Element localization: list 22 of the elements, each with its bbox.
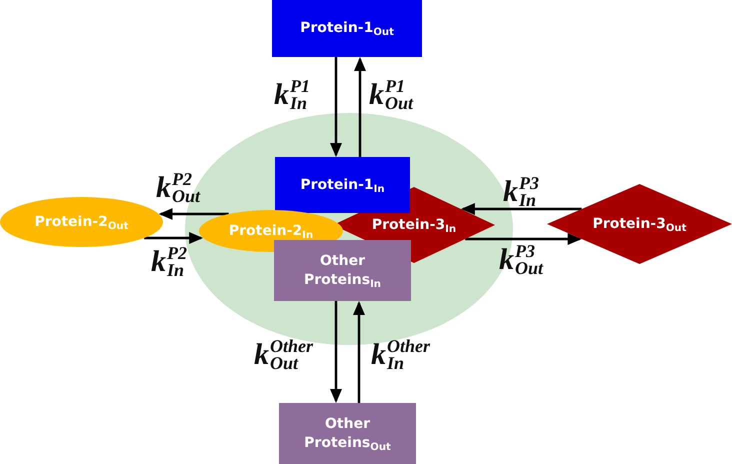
node-label: Other Proteins$_{In}$ [302, 252, 382, 289]
arrow [465, 233, 582, 245]
node-label: Protein-2$_{In}$ [228, 222, 314, 240]
node-label: Protein-1$_{In}$ [300, 176, 385, 194]
node-label: Protein-3$_{Out}$ [592, 214, 686, 234]
arrow [354, 57, 366, 157]
ellipse-node [0, 197, 163, 247]
arrow [353, 301, 365, 403]
node-label: Protein-2$_{Out}$ [34, 212, 128, 232]
node-label: Protein-1$_{Out}$ [300, 19, 394, 38]
arrow [460, 203, 582, 215]
arrow [158, 208, 229, 220]
box-node [279, 403, 416, 464]
arrow [330, 57, 342, 157]
box-node [274, 240, 411, 301]
arrow [330, 301, 342, 403]
arrow [144, 232, 204, 244]
node-label: Other Proteins$_{Out}$ [303, 415, 392, 452]
diamond-node [547, 184, 732, 264]
box-node [275, 157, 410, 213]
box-node [272, 0, 422, 57]
node-label: Protein-3$_{In}$ [372, 216, 456, 234]
